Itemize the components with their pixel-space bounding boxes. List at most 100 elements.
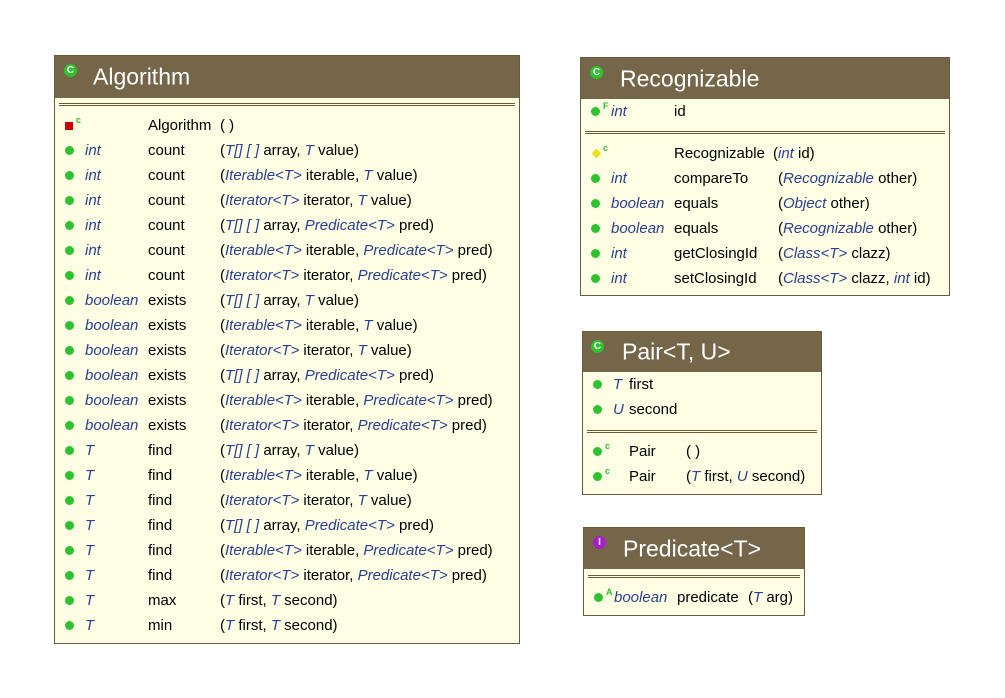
public-visibility-icon	[65, 146, 74, 155]
member-name: find	[148, 492, 173, 509]
class-title: Recognizable	[620, 65, 760, 91]
member-name: find	[148, 467, 173, 484]
return-type: int	[611, 170, 627, 187]
member-params: (Class<T> clazz)	[778, 245, 891, 262]
public-visibility-icon	[65, 596, 74, 605]
member-name: count	[148, 142, 185, 159]
public-visibility-icon	[65, 171, 74, 180]
return-type: int	[85, 167, 101, 184]
class-recognizable[interactable]: C Recognizable F int id c Recognizable (…	[580, 57, 950, 296]
member-params: (Iterable<T> iterable, Predicate<T> pred…	[220, 392, 493, 409]
public-visibility-icon	[65, 396, 74, 405]
member-name: count	[148, 167, 185, 184]
member-params: (Iterable<T> iterable, Predicate<T> pred…	[220, 542, 493, 559]
member-name: compareTo	[674, 170, 749, 187]
member-name: Pair	[629, 468, 656, 485]
member-params: (Class<T> clazz, int id)	[778, 270, 931, 287]
class-title: Pair<T, U>	[622, 338, 731, 365]
public-visibility-icon	[594, 593, 603, 602]
compartment-separator	[588, 575, 800, 578]
public-visibility-icon	[593, 447, 602, 456]
method-row[interactable]: int count (Iterable<T> iterable, T value)	[55, 163, 515, 188]
member-modifier: c	[605, 441, 611, 451]
public-visibility-icon	[591, 107, 600, 116]
public-visibility-icon	[65, 196, 74, 205]
return-type: boolean	[85, 317, 139, 334]
member-name: count	[148, 267, 185, 284]
member-name: Recognizable	[674, 145, 765, 162]
member-params: (Iterable<T> iterable, T value)	[220, 167, 418, 184]
member-params: (T[] [ ] array, Predicate<T> pred)	[220, 217, 434, 234]
class-header: I Predicate<T>	[584, 528, 804, 569]
member-params: (T first, T second)	[220, 592, 338, 609]
member-params: (Iterator<T> iterator, Predicate<T> pred…	[220, 267, 487, 284]
constructor-row[interactable]: c Algorithm ( )	[55, 113, 515, 138]
member-name: getClosingId	[674, 245, 758, 262]
class-kind-icon: C	[64, 64, 77, 77]
return-type: int	[85, 217, 101, 234]
member-name: find	[148, 442, 173, 459]
member-name: setClosingId	[674, 270, 757, 287]
member-modifier: c	[605, 466, 611, 476]
constructor-modifier: c	[76, 115, 82, 125]
field-name: id	[674, 103, 686, 120]
public-visibility-icon	[65, 521, 74, 530]
member-name: exists	[148, 342, 187, 359]
class-kind-icon: C	[591, 340, 604, 353]
return-type: boolean	[85, 342, 139, 359]
return-type: T	[85, 442, 95, 459]
field-type: T	[613, 376, 623, 393]
member-params: (Recognizable other)	[778, 220, 918, 237]
constructor-row[interactable]: c Recognizable (int id)	[581, 141, 946, 166]
member-params: (T[] [ ] array, T value)	[220, 142, 359, 159]
member-name: find	[148, 542, 173, 559]
public-visibility-icon	[591, 199, 600, 208]
field-row[interactable]: F int id	[581, 99, 946, 124]
field-name: first	[629, 376, 654, 393]
member-name: count	[148, 242, 185, 259]
member-params: (Object other)	[778, 195, 870, 212]
public-visibility-icon	[65, 421, 74, 430]
constructor-modifier: c	[603, 143, 609, 153]
return-type: T	[85, 467, 95, 484]
public-visibility-icon	[593, 380, 602, 389]
return-type: T	[85, 592, 95, 609]
member-params: (T[] [ ] array, T value)	[220, 442, 359, 459]
member-params: (Iterable<T> iterable, Predicate<T> pred…	[220, 242, 493, 259]
member-params: (int id)	[773, 145, 815, 162]
public-visibility-icon	[65, 471, 74, 480]
member-params: (T arg)	[748, 589, 794, 606]
